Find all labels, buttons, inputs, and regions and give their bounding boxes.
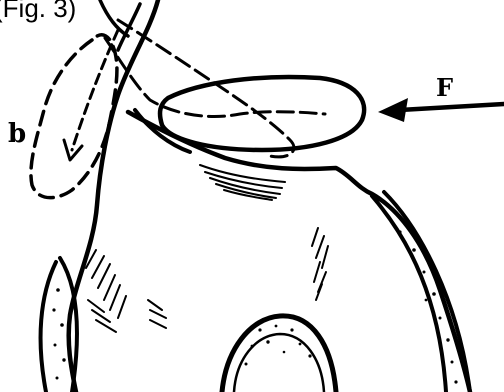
lateral-cortex-shell — [372, 192, 470, 392]
tendon-attachment-area — [200, 165, 285, 200]
ligament-top-strand — [100, 0, 140, 50]
cancellous-stipple — [52, 230, 457, 383]
rotation-arrow-shaft — [72, 30, 118, 150]
rotated-position-label: b — [8, 119, 26, 149]
medial-hatching — [86, 250, 166, 332]
lateral-hatching — [312, 228, 328, 300]
force-arrowhead-icon — [378, 98, 408, 122]
intercondylar-arch — [222, 316, 336, 392]
intercondylar-inner — [234, 334, 324, 392]
figure-caption-fragment: (Fig. 3) — [0, 0, 76, 23]
patella-displaced-outline — [105, 20, 325, 157]
force-label: F — [436, 73, 453, 102]
force-arrow-shaft — [400, 104, 504, 110]
